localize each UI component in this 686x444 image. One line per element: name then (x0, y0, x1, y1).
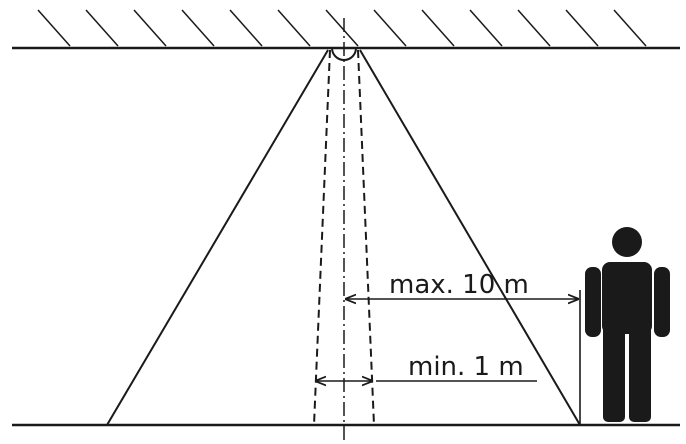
detection-cone-right (359, 49, 581, 426)
inner-cone-right (357, 49, 375, 426)
detection-cone-left (106, 49, 329, 426)
max-range-label: max. 10 m (389, 270, 529, 300)
inner-cone-left (313, 49, 331, 426)
ceiling-hatching (37, 9, 647, 47)
min-range-label: min. 1 m (408, 352, 524, 382)
person-icon (585, 227, 670, 422)
